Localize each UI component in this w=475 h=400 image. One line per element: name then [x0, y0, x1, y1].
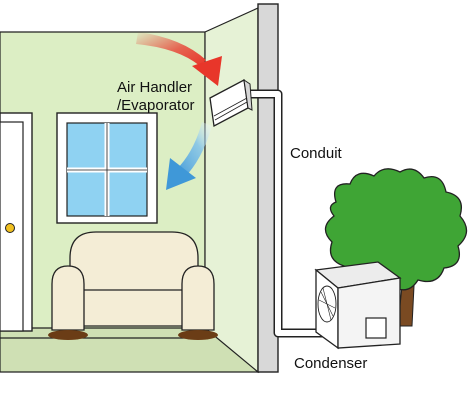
sofa-foot-left [48, 330, 88, 340]
air-handler-label-line2: /Evaporator [117, 97, 195, 114]
condenser-service-panel [365, 317, 387, 339]
tree-canopy [324, 168, 468, 291]
sofa-back [69, 231, 199, 301]
window [56, 112, 158, 224]
sofa-arm-right [181, 265, 215, 331]
sofa [48, 231, 218, 340]
sofa-foot-right [178, 330, 218, 340]
tree [324, 168, 468, 327]
condenser-unit [314, 261, 402, 350]
sofa-arm-left [51, 265, 85, 331]
warm-air-arrow [136, 32, 222, 86]
door [0, 112, 33, 332]
condenser-label: Condenser [294, 355, 367, 372]
door-knob [5, 223, 15, 233]
cool-air-arrow [166, 122, 212, 190]
air-handler-unit [209, 78, 253, 128]
air-handler-label-line1: Air Handler [117, 79, 192, 96]
conduit-label: Conduit [290, 145, 343, 162]
condenser-fan-grille [317, 285, 337, 323]
sofa-seat [71, 289, 197, 327]
